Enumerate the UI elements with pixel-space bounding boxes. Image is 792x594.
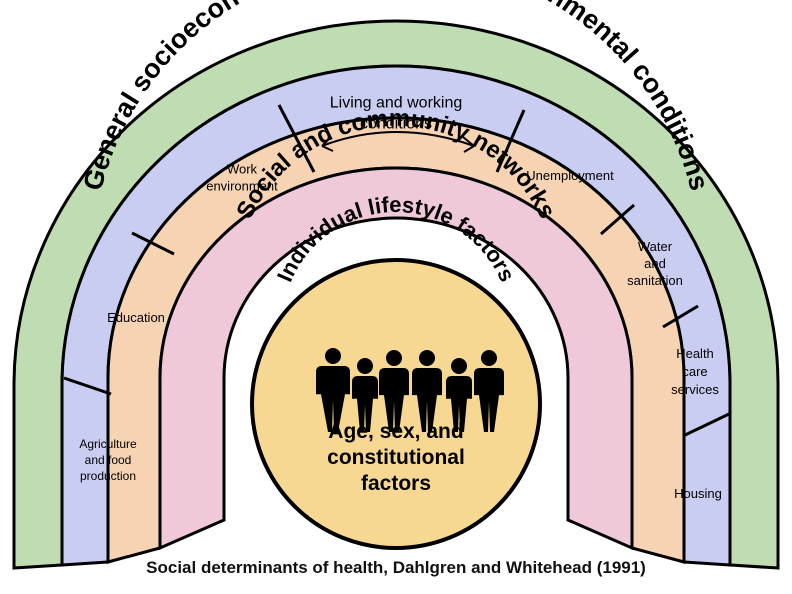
core-label-line: factors [361,472,431,495]
person-silhouette-icon [379,350,409,432]
core-label-line: constitutional [327,446,465,469]
person-silhouette-icon [352,358,378,432]
people-silhouettes [316,348,504,432]
segment-education: Education [107,310,165,325]
person-silhouette-icon [474,350,504,432]
segment-health-care-line: services [671,382,719,397]
segment-agriculture: Agriculture and food production [79,437,137,483]
person-silhouette-icon [412,350,442,432]
figure-caption: Social determinants of health, Dahlgren … [146,558,646,577]
segment-health-care-line: Health [676,346,714,361]
segment-living-working-line: Living and working [330,95,463,112]
segment-water-sanitation-line: Water [638,239,673,254]
segment-health-care-line: care [682,364,707,379]
segment-water-sanitation-line: and [644,256,666,271]
segment-dividers [63,104,730,438]
person-silhouette-icon [316,348,350,432]
core-label-line: Age, sex, and [328,420,463,443]
segment-agriculture-line: Agriculture [79,437,137,451]
segment-work-environment-line: environment [206,179,278,194]
segment-water-sanitation-line: sanitation [627,273,683,288]
segment-water-sanitation: Water and sanitation [627,239,683,288]
segment-unemployment-line: Unemployment [526,168,614,183]
person-silhouette-icon [446,358,472,432]
lifestyle-band [158,166,634,551]
segment-work-environment-line: Work [227,162,258,177]
core-label: Age, sex, and constitutional factors [327,420,465,495]
segment-work-environment: Work environment [206,162,278,194]
segment-living-working-line: conditions [360,116,432,133]
segment-agriculture-line: and food [85,453,132,467]
segment-unemployment: Unemployment [526,168,614,183]
segment-education-line: Education [107,310,165,325]
segment-health-care: Health care services [671,346,719,397]
segment-agriculture-line: production [80,469,136,483]
segment-housing-line: Housing [674,486,722,501]
segment-housing: Housing [674,486,722,501]
double-arrow-icon [321,131,475,153]
segment-living-working: Living and working conditions [330,95,463,133]
